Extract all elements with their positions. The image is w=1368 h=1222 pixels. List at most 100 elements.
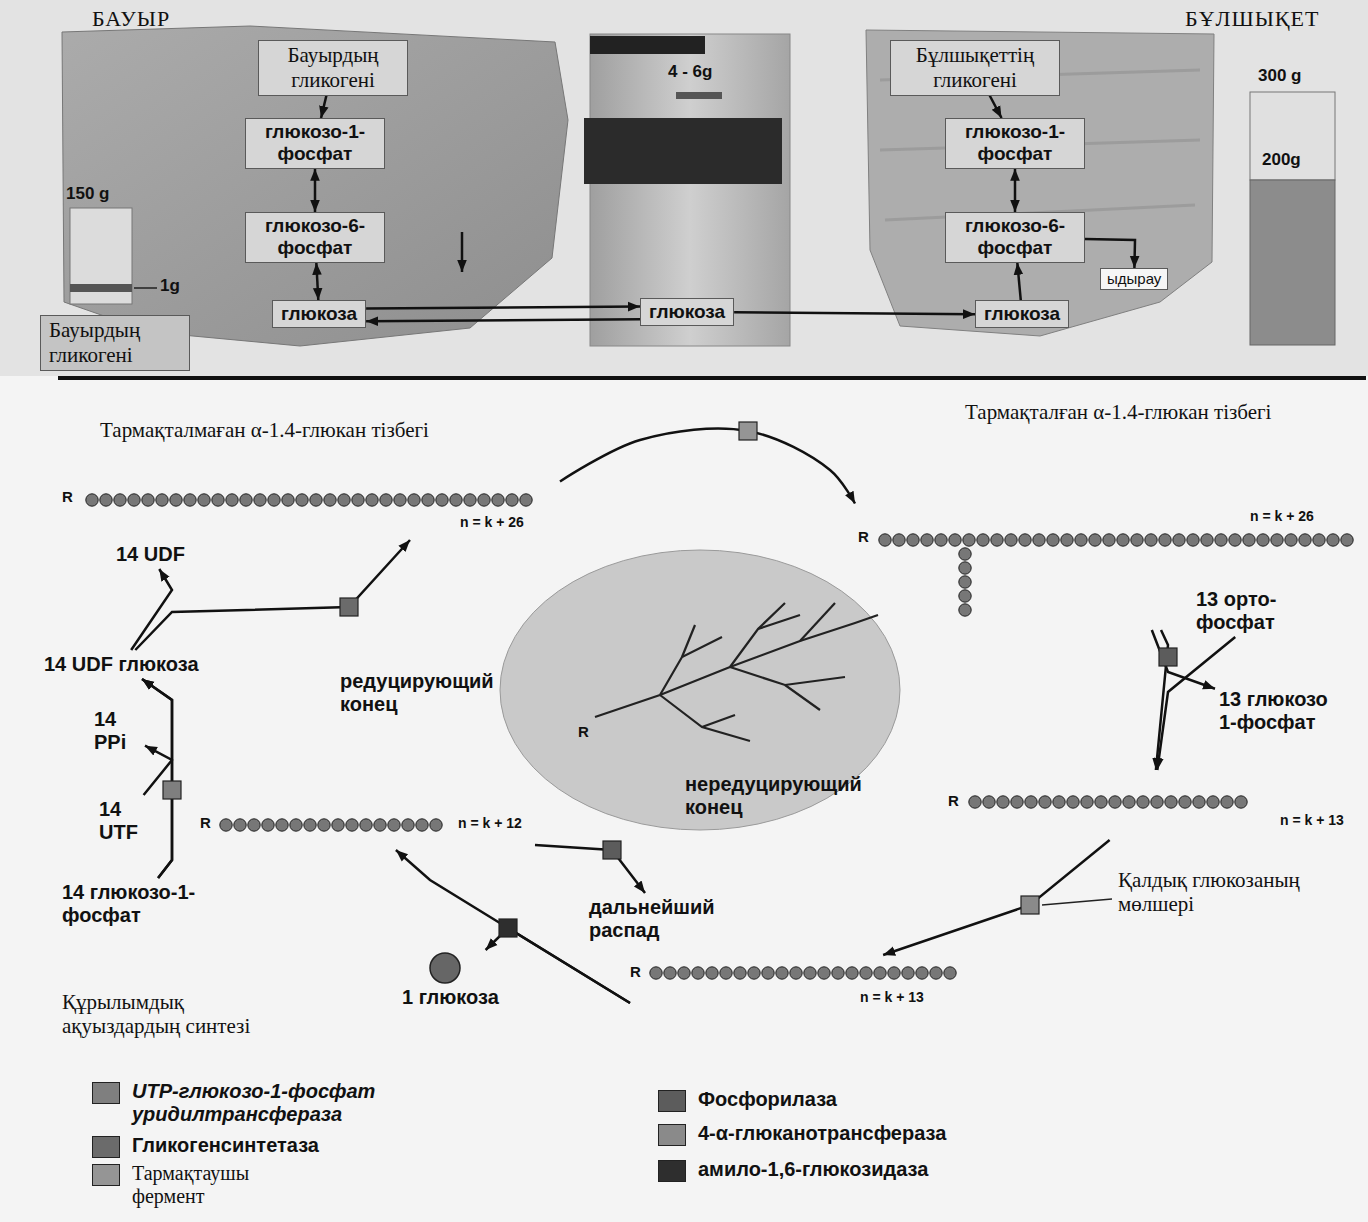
glucose-residue: [1145, 534, 1157, 546]
connector: [1152, 630, 1215, 689]
leader-line: [1042, 899, 1112, 905]
legend-item: Фосфорилаза: [658, 1088, 1158, 1112]
glucose-residue: [1221, 796, 1233, 808]
glycogen-branch: [785, 685, 820, 710]
glucose-residue: [1005, 534, 1017, 546]
metabolite-box: глюкозо-1-фосфат: [945, 118, 1085, 169]
node-text: 1 глюкоза: [402, 986, 499, 1009]
legend-swatch: [658, 1124, 686, 1146]
glucan-chain: Тармақталмаған α-1.4-глюкан тізбегіRn = …: [60, 410, 560, 540]
enzyme-square: [603, 841, 621, 859]
connector: [366, 307, 640, 309]
glucose-residue: [1081, 796, 1093, 808]
glucose-residue: [959, 604, 971, 616]
node-text: глюкоза: [281, 303, 357, 325]
glucose-residue: [1299, 534, 1311, 546]
glucose-residue: [520, 494, 532, 506]
node-text: R: [200, 814, 211, 831]
node-text: глюкоза: [984, 303, 1060, 325]
glucose-residue: [1285, 534, 1297, 546]
dark-bar: [676, 92, 722, 99]
glucose-residue: [156, 494, 168, 506]
connector: [1017, 263, 1020, 300]
side-arrow: [461, 232, 464, 272]
node-text: 14 UDF: [116, 543, 185, 566]
legend-text: 4-α-глюканотрансфераза: [698, 1122, 946, 1145]
enzyme-square: [340, 598, 358, 616]
glucose-residue: [1271, 534, 1283, 546]
note: Құрылымдық ақуыздардың синтезі: [62, 990, 252, 1038]
glucose-residue: [1011, 796, 1023, 808]
connector: [990, 96, 1002, 118]
node-text: Бауырдың гликогені: [49, 318, 181, 368]
glucose-residue: [1151, 796, 1163, 808]
muscle-shape: [866, 30, 1214, 336]
top-band: [0, 0, 1368, 376]
glucose-residue: [983, 796, 995, 808]
glucose-residue: [1033, 534, 1045, 546]
glucose-residue: [949, 534, 961, 546]
particle-ground: [500, 550, 900, 830]
glucose-residue: [776, 967, 788, 979]
node-text: n = k + 26: [460, 514, 524, 530]
cylinder: [70, 208, 132, 304]
glucose-residue: [416, 819, 428, 831]
legend-item: 4-α-глюканотрансфераза: [658, 1122, 1158, 1146]
glucose-residue: [1179, 796, 1191, 808]
connector: [1085, 239, 1135, 268]
glucose-residue: [304, 819, 316, 831]
glucose-residue: [1341, 534, 1353, 546]
glucose-residue: [492, 494, 504, 506]
glucose-residue: [944, 967, 956, 979]
node-text: Бұлшықеттің гликогені: [899, 43, 1051, 93]
metabolite-box: глюкозо-1-фосфат: [245, 118, 385, 169]
process-label: дальнейший распад: [585, 893, 745, 945]
cylinder-band: [70, 284, 132, 292]
glucose-residue: [1215, 534, 1227, 546]
glucose-residue: [678, 967, 690, 979]
legend-item: Гликогенсинтетаза: [92, 1134, 422, 1158]
glucose-residue: [860, 967, 872, 979]
connector: [883, 840, 1110, 955]
glucose-residue: [114, 494, 126, 506]
glucose-residue: [1165, 796, 1177, 808]
glucose-residue: [184, 494, 196, 506]
connector: [1014, 169, 1017, 212]
metabolite-label: 14 UTF: [95, 795, 150, 847]
glucose-residue: [254, 494, 266, 506]
metabolite-label: 13 орто-фосфат: [1192, 585, 1342, 637]
glucose-residue: [1025, 796, 1037, 808]
glucose-residue: [720, 967, 732, 979]
legend-text: Тармақтаушы фермент: [132, 1162, 282, 1208]
glucose-residue: [450, 494, 462, 506]
connector: [142, 679, 172, 878]
glucose-residue: [991, 534, 1003, 546]
glucose-residue: [1131, 534, 1143, 546]
dark-bar: [590, 36, 705, 54]
legend-text: UTP-глюкозо-1-фосфат уридилтрансфераза: [132, 1080, 422, 1126]
glucose-residue: [1089, 534, 1101, 546]
node-figure: [330, 545, 900, 845]
blood-column: [590, 34, 790, 346]
glucose-residue: [310, 494, 322, 506]
leader-line: [134, 287, 157, 289]
glucose-residue: [959, 562, 971, 574]
glucose-residue: [997, 796, 1009, 808]
node-text: дальнейший распад: [589, 896, 741, 942]
amount: 4 - 6g: [668, 62, 712, 82]
node-text: глюкозо-1-фосфат: [954, 121, 1076, 166]
glucose-residue: [1201, 534, 1213, 546]
legend-text: Гликогенсинтетаза: [132, 1134, 319, 1157]
glucose-residue: [346, 819, 358, 831]
node-text: R: [948, 792, 959, 809]
note: Қалдық глюкозаның мөлшері: [1118, 868, 1358, 916]
glucose-residue: [276, 819, 288, 831]
metabolite-box: глюкоза: [640, 298, 734, 326]
glucose-residue: [290, 819, 302, 831]
amount: 300 g: [1258, 66, 1301, 86]
glucose-residue: [212, 494, 224, 506]
glucan-chain: Rn = k + 13: [945, 770, 1360, 840]
glucose-residue: [402, 819, 414, 831]
glucose-residue: [959, 590, 971, 602]
connector: [366, 319, 640, 321]
